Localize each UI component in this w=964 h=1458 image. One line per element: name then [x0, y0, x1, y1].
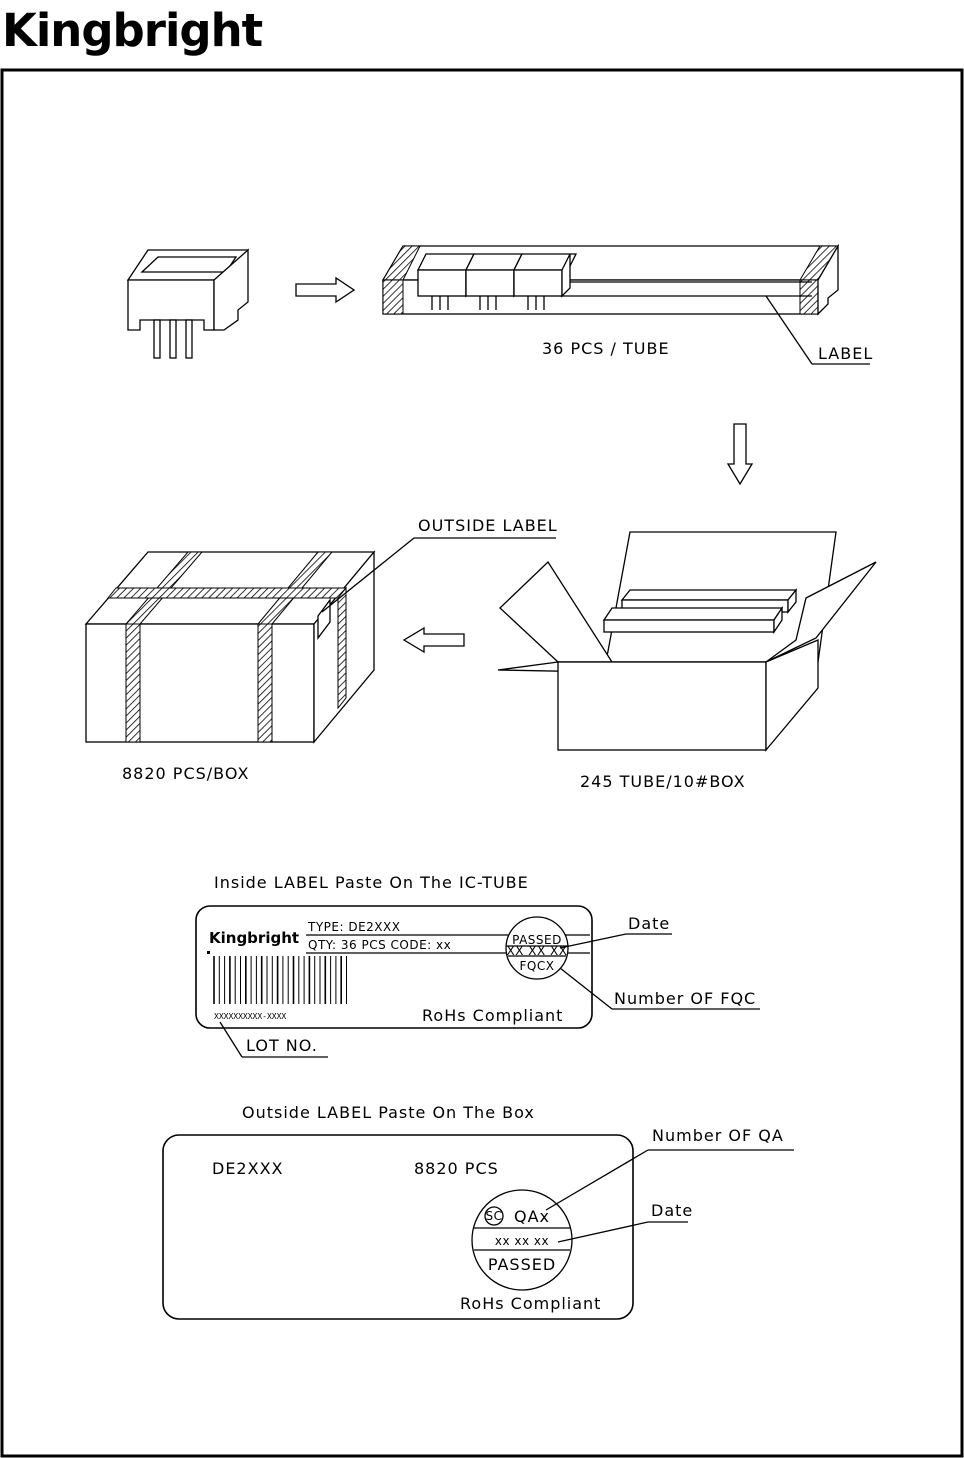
fqc-number-callout: Number OF FQC: [614, 989, 756, 1008]
outside-label-card: [162, 1134, 634, 1320]
outside-date-callout: Date: [651, 1201, 693, 1220]
qa-number-callout: Number OF QA: [652, 1126, 784, 1145]
sc-mark: [484, 1206, 504, 1226]
qa-stamp-code: QAx: [514, 1207, 550, 1226]
outside-label-heading: Outside LABEL Paste On The Box: [242, 1103, 535, 1122]
lot-number-callout: LOT NO.: [246, 1036, 318, 1055]
qa-leader-line: [545, 1149, 649, 1211]
inside-label-card: [195, 905, 593, 1029]
fqc-stamp: [505, 916, 569, 980]
fqc-stamp-passed: PASSED: [512, 933, 562, 947]
inside-date-callout: Date: [628, 914, 670, 933]
tube-quantity-caption: 36 PCS / TUBE: [542, 339, 670, 358]
outside-label-qty: 8820 PCS: [414, 1159, 499, 1178]
box-quantity-caption: 8820 PCS/BOX: [122, 764, 249, 783]
sc-mark-text: SC: [486, 1209, 503, 1223]
lot-number-serial: XXXXXXXXXX-XXXX: [214, 1012, 286, 1021]
qa-stamp-date: xx xx xx: [495, 1234, 549, 1248]
page-frame: [0, 68, 964, 1458]
qa-stamp: [471, 1189, 573, 1291]
ic-tube-drawing: [381, 243, 840, 316]
led-component-drawing: [126, 248, 249, 359]
carton-quantity-caption: 245 TUBE/10#BOX: [580, 772, 746, 791]
outside-label-leader: [321, 537, 415, 613]
inside-label-qty: QTY: 36 PCS CODE: xx: [308, 938, 451, 952]
arrow-down: [726, 423, 754, 486]
taped-box-drawing: [84, 550, 376, 744]
fqc-leader-line: [559, 967, 613, 1010]
inside-label-logo: Kingbright: [209, 929, 299, 947]
brand-logo: Kingbright: [2, 4, 263, 57]
outside-label-part: DE2XXX: [212, 1159, 284, 1178]
arrow-left: [402, 626, 465, 654]
date-leader-line: [559, 933, 627, 949]
label-leader-line: [765, 295, 813, 365]
tube-label-callout: LABEL: [818, 344, 873, 363]
fqc-stamp-date: XX XX XX: [507, 944, 568, 958]
outside-label-rohs: RoHs Compliant: [460, 1294, 601, 1313]
inside-label-dot: [207, 951, 210, 954]
qa-stamp-passed: PASSED: [488, 1255, 556, 1274]
lot-leader-line: [219, 1021, 243, 1058]
outside-label-callout: OUTSIDE LABEL: [418, 516, 558, 535]
outside-date-leader: [557, 1221, 649, 1243]
inside-label-heading: Inside LABEL Paste On The IC-TUBE: [214, 873, 529, 892]
inside-label-type: TYPE: DE2XXX: [307, 920, 400, 934]
fqc-stamp-code: FQCX: [520, 959, 555, 973]
open-carton-drawing: [497, 531, 877, 752]
inside-label-rohs: RoHs Compliant: [422, 1006, 563, 1025]
barcode: [213, 956, 347, 1004]
arrow-right: [295, 276, 356, 304]
